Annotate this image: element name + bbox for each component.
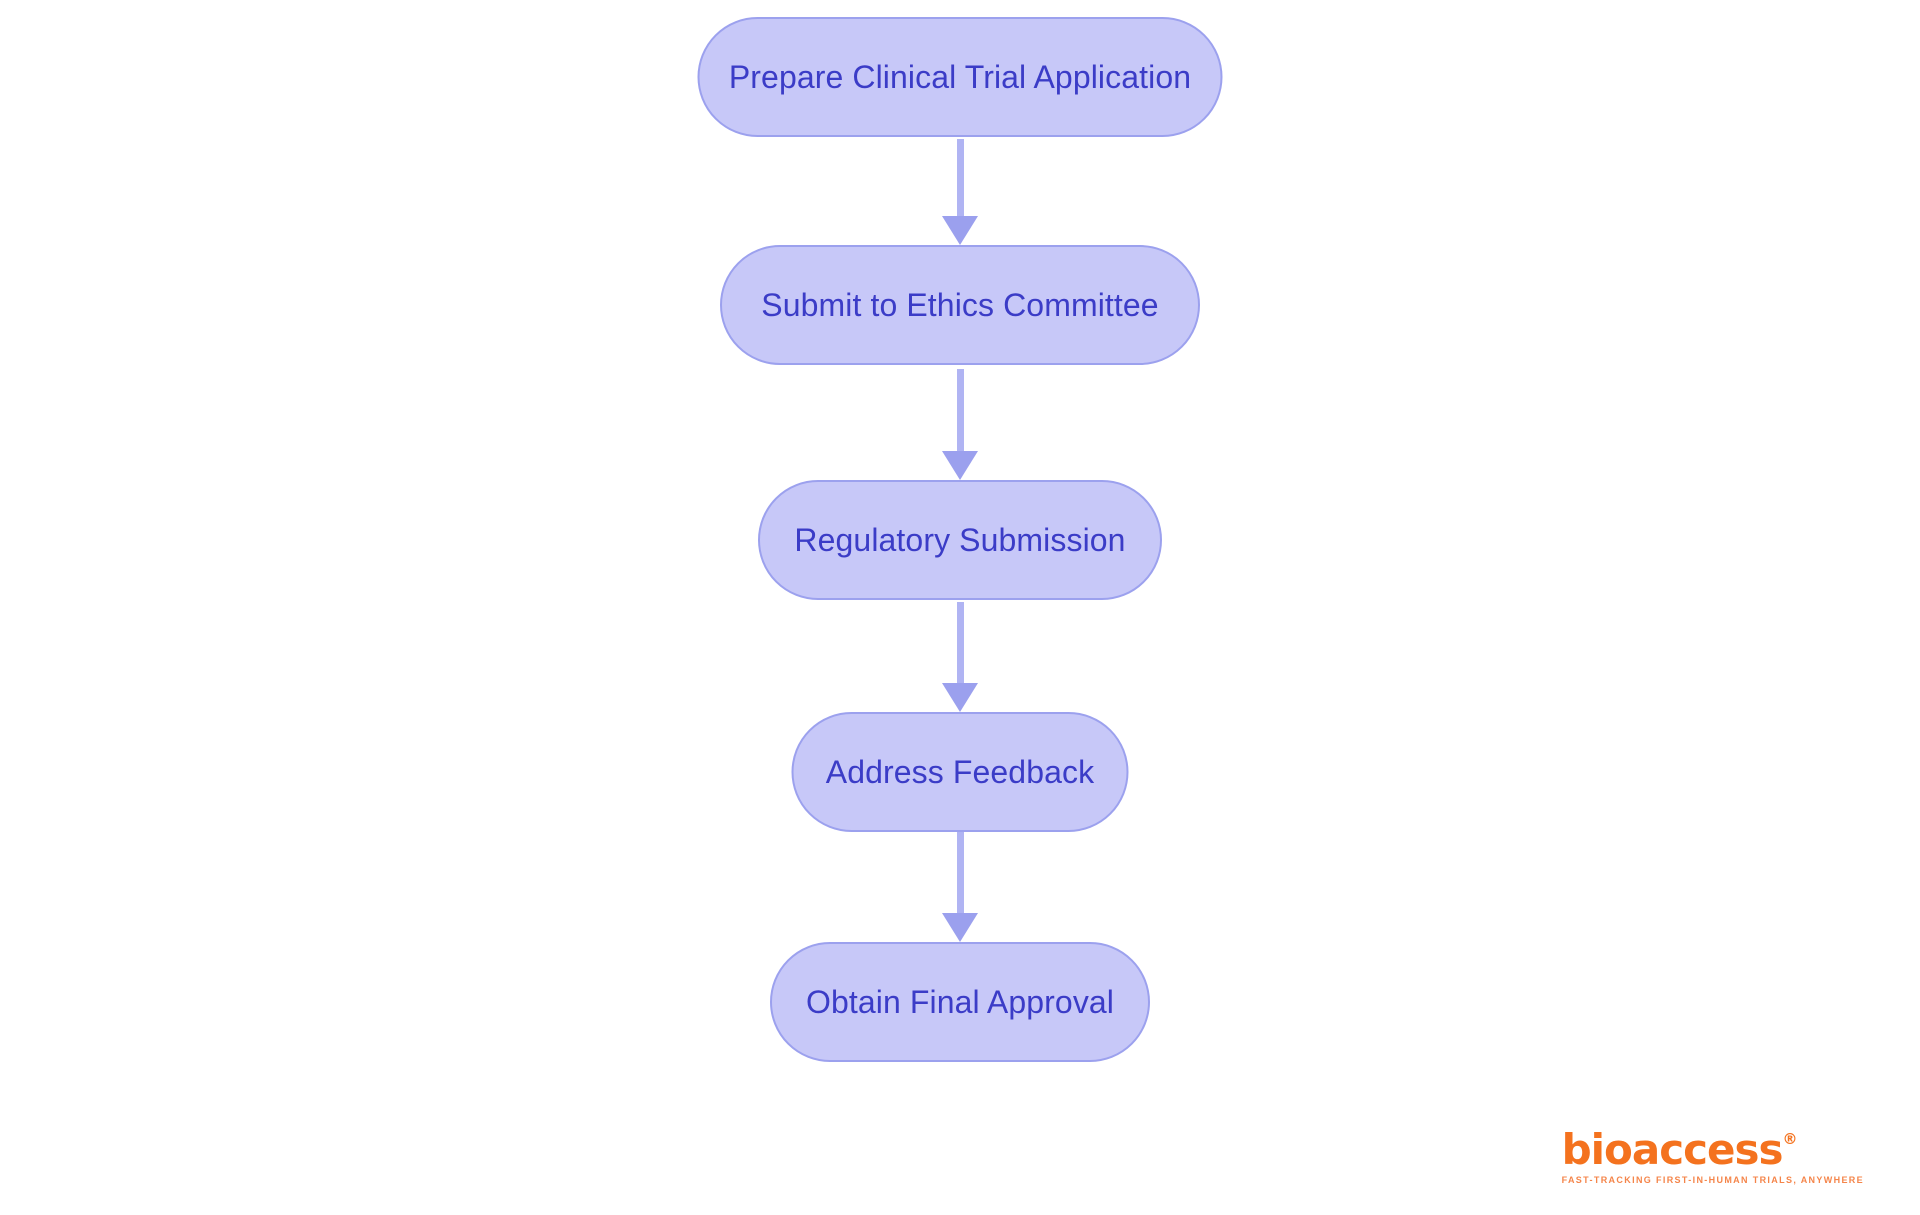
flow-node-obtain-final-approval: Obtain Final Approval [770, 942, 1150, 1062]
flow-node-label: Submit to Ethics Committee [761, 286, 1159, 323]
arrow-line [956, 139, 964, 216]
flow-arrow-4 [942, 832, 978, 942]
flow-node-submit-to-ethics-committee: Submit to Ethics Committee [720, 245, 1200, 365]
arrow-down-icon [942, 913, 978, 942]
arrow-down-icon [942, 683, 978, 712]
bioaccess-logo: bioaccess® FAST-TRACKING FIRST-IN-HUMAN … [1561, 1129, 1864, 1186]
registered-trademark-icon: ® [1782, 1130, 1798, 1148]
arrow-down-icon [942, 216, 978, 245]
flow-arrow-2 [942, 369, 978, 480]
logo-tagline: FAST-TRACKING FIRST-IN-HUMAN TRIALS, ANY… [1561, 1175, 1864, 1185]
arrow-line [956, 602, 964, 683]
flow-node-label: Obtain Final Approval [805, 983, 1115, 1020]
flow-node-label: Address Feedback [825, 753, 1095, 790]
logo-wordmark-text: bioaccess [1561, 1125, 1784, 1174]
arrow-line [956, 832, 964, 913]
arrow-line [956, 369, 964, 451]
flow-node-prepare-clinical-trial-application: Prepare Clinical Trial Application [697, 17, 1223, 137]
flow-arrow-1 [942, 139, 978, 245]
flow-node-label: Regulatory Submission [794, 521, 1126, 558]
flow-node-address-feedback: Address Feedback [791, 712, 1129, 832]
flow-node-label: Prepare Clinical Trial Application [728, 58, 1192, 95]
flow-arrow-3 [942, 602, 978, 712]
arrow-down-icon [942, 451, 978, 480]
logo-wordmark: bioaccess® [1562, 1129, 1864, 1171]
flow-node-regulatory-submission: Regulatory Submission [758, 480, 1162, 600]
